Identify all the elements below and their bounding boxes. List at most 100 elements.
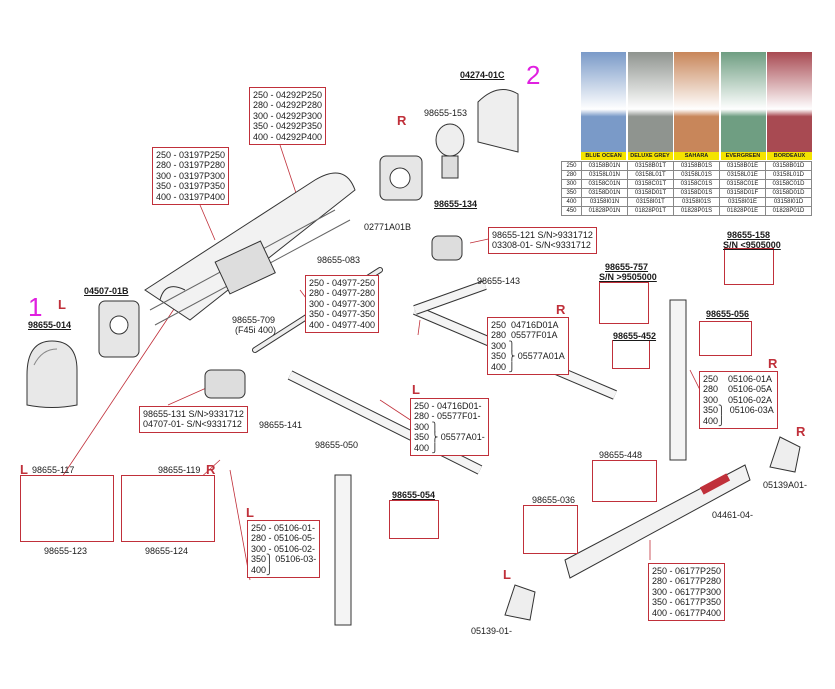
front-profile-drawing — [564, 464, 751, 579]
label-p05139: 05139-01- — [471, 626, 513, 636]
swatch-deluxe-grey — [627, 52, 673, 156]
swatch-name: SAHARA — [674, 152, 719, 160]
label-p124: 98655-124 — [145, 546, 189, 556]
label-p709: 98655-709 — [232, 315, 276, 325]
fabric-code: 03158D01F — [719, 188, 766, 198]
fabric-code: 03158D01T — [627, 188, 674, 198]
label-p054: 98655-054 — [392, 490, 436, 500]
fabric-size: 350 — [561, 188, 582, 198]
side-l-1: L — [58, 297, 66, 312]
side-r-2: R — [556, 302, 566, 317]
part-box-158 — [724, 248, 774, 285]
box-p121: 98655-121 S/N>9331712 03308-01- S/N<9331… — [488, 227, 597, 254]
fabric-code: 03158L01E — [719, 170, 766, 180]
part-box-757 — [599, 282, 649, 324]
label-p709-note: (F45i 400) — [235, 325, 277, 335]
fabric-size: 280 — [561, 170, 582, 180]
label-p448: 98655-448 — [599, 450, 643, 460]
marker-1: 1 — [28, 292, 43, 322]
fabric-code: 01828P01N — [581, 206, 628, 216]
side-r-5: R — [206, 462, 216, 477]
fabric-code: 03158B01T — [627, 161, 674, 171]
label-left-head: 04507-01B — [84, 286, 129, 296]
part-box-117 — [20, 475, 114, 542]
swatch-blue-ocean — [581, 52, 626, 156]
box-roller-tube: 250 - 03197P250 280 - 03197P280 300 - 03… — [152, 147, 230, 206]
swatch-name: BORDEAUX — [767, 152, 812, 160]
swatch-bordeaux — [767, 52, 812, 156]
left-head-drawing — [98, 300, 140, 358]
box-leg-r: 250 05106-01A 280 05106-05A 300 05106-02… — [699, 371, 778, 430]
p05139a-drawing — [769, 436, 801, 473]
side-r-3: R — [768, 356, 778, 371]
awning-case-drawing — [144, 172, 356, 326]
fabric-size: 300 — [561, 179, 582, 189]
end-cap-cover-drawing — [26, 340, 78, 408]
fabric-code: 03158L01D — [765, 170, 812, 180]
box-arm-l: 250 - 04716D01- 280 - 05577F01- 300 ⎫ 35… — [410, 398, 489, 457]
fabric-code: 03158L01N — [581, 170, 628, 180]
fabric-code: 03158I01T — [627, 197, 674, 207]
fabric-code: 03158B01D — [765, 161, 812, 171]
label-r-head-sub: 98655-134 — [434, 199, 478, 209]
label-awning-cover: 98655-014 — [28, 320, 72, 330]
label-cap-top: 04274-01C — [460, 70, 505, 80]
fabric-code: 03158L01T — [627, 170, 674, 180]
swatch-name: BLUE OCEAN — [581, 152, 626, 160]
fabric-code: 03158D01D — [765, 188, 812, 198]
label-r-head-code: 02771A01B — [364, 222, 412, 232]
fabric-code: 03158I01N — [581, 197, 628, 207]
leg-right-drawing — [669, 299, 687, 461]
fabric-code: 03158C01N — [581, 179, 628, 189]
box-leg-l: 250 - 05106-01- 280 - 05106-05- 300 - 05… — [247, 520, 321, 579]
swatch-evergreen — [720, 52, 766, 156]
part-box-119 — [121, 475, 215, 542]
fabric-code: 03158C01S — [673, 179, 720, 189]
fabric-code: 03158B01E — [719, 161, 766, 171]
swatch-name: DELUXE GREY — [627, 152, 673, 160]
label-p452: 98655-452 — [613, 331, 657, 341]
swatch-name: EVERGREEN — [720, 152, 766, 160]
leg-left-drawing — [334, 474, 352, 626]
part-box-056 — [699, 321, 752, 356]
fabric-code: 03158B01S — [673, 161, 720, 171]
side-l-3: L — [20, 462, 28, 477]
label-p123: 98655-123 — [44, 546, 88, 556]
label-p050: 98655-050 — [315, 440, 359, 450]
fabric-code: 01828P01D — [765, 206, 812, 216]
part-box-036 — [523, 505, 578, 554]
side-l-2: L — [412, 382, 420, 397]
part-box-452 — [612, 340, 650, 369]
fabric-code: 03158L01S — [673, 170, 720, 180]
fabric-code: 03158C01E — [719, 179, 766, 189]
label-p757-note: S/N >9505000 — [599, 272, 657, 282]
fabric-code: 01828P01E — [719, 206, 766, 216]
fabric-code: 03158D01S — [673, 188, 720, 198]
fabric-code: 01828P01S — [673, 206, 720, 216]
box-case-top: 250 - 04292P250 280 - 04292P280 300 - 04… — [249, 87, 327, 146]
part-box-054 — [389, 500, 439, 539]
fabric-size: 250 — [561, 161, 582, 171]
p05139-drawing — [504, 584, 536, 621]
r-head-sub-drawing — [435, 123, 465, 179]
fabric-code: 03158D01N — [581, 188, 628, 198]
box-front: 250 - 06177P250 280 - 06177P280 300 - 06… — [648, 563, 726, 622]
fabric-code: 03158C01T — [627, 179, 674, 189]
label-p117: 98655-117 — [32, 465, 75, 475]
label-p143: 98655-143 — [477, 276, 521, 286]
box-spring: 250 - 04977-250 280 - 04977-280 300 - 04… — [305, 275, 380, 334]
label-p05139a: 05139A01- — [763, 480, 808, 490]
fabric-code: 03158I01E — [719, 197, 766, 207]
fabric-code: 03158I01D — [765, 197, 812, 207]
label-p04461: 04461-04- — [712, 510, 754, 520]
label-p083: 98655-083 — [317, 255, 361, 265]
fabric-code: 03158I01S — [673, 197, 720, 207]
label-p158: 98655-158 — [727, 230, 771, 240]
